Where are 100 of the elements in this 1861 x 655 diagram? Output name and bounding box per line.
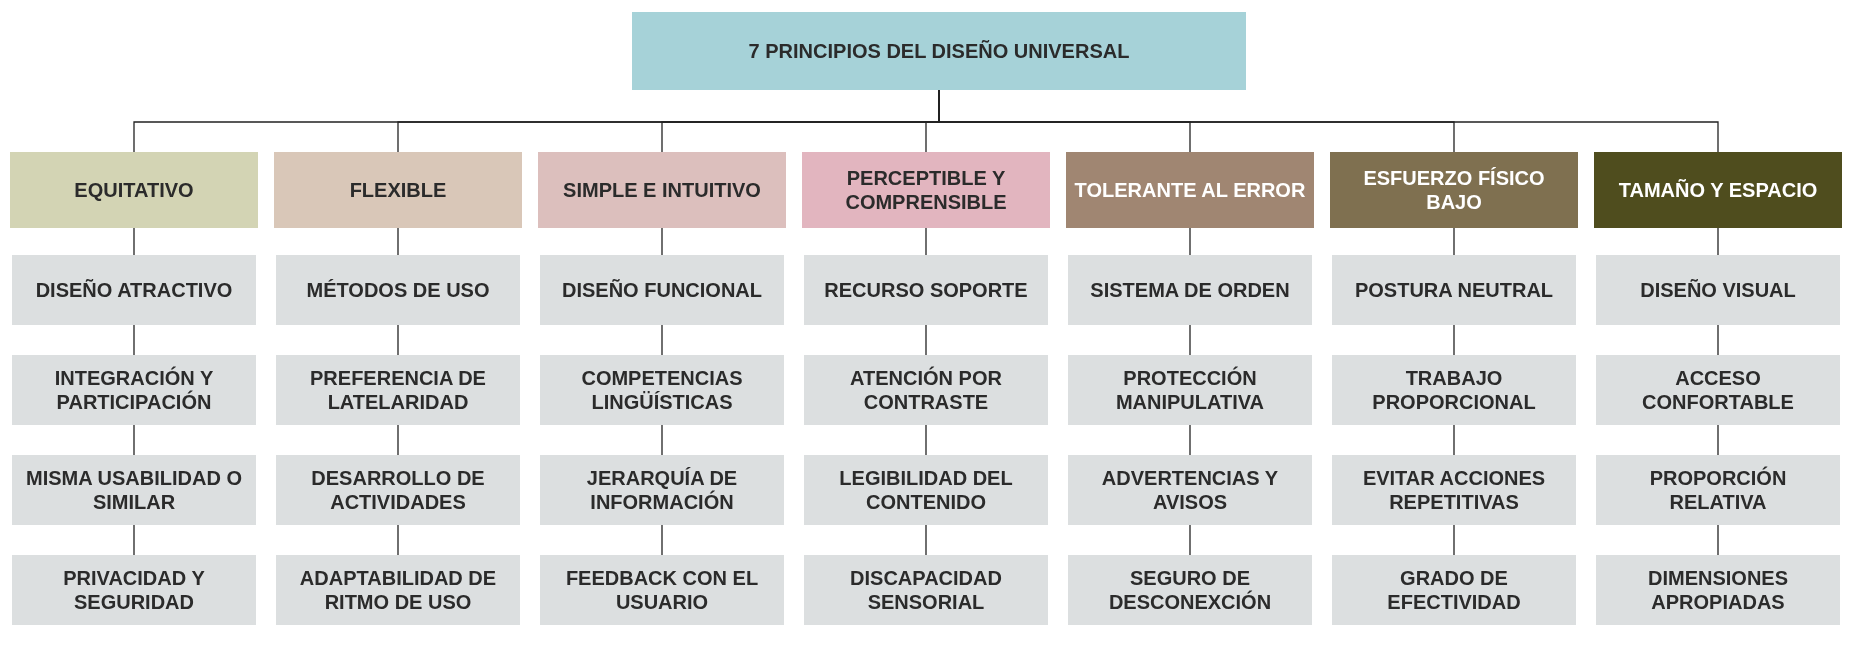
connector-line: [925, 324, 927, 356]
box-label: ATENCIÓN POR CONTRASTE: [849, 366, 1003, 414]
principle-box: [802, 152, 1050, 228]
connector-line: [1453, 227, 1455, 256]
connector-line: [397, 324, 399, 356]
connector-line: [133, 424, 135, 456]
connector-line: [1717, 227, 1719, 256]
criterion-box: [1596, 355, 1840, 425]
connector-line: [133, 227, 135, 256]
box-label: PREFERENCIA DE LATELARIDAD: [309, 366, 487, 414]
box-label: SISTEMA DE ORDEN: [1090, 278, 1290, 302]
box-label: DISCAPACIDAD SENSORIAL: [849, 566, 1003, 614]
box-label: POSTURA NEUTRAL: [1354, 278, 1554, 302]
box-label: GRADO DE EFECTIVIDAD: [1386, 566, 1522, 614]
box-label: SEGURO DE DESCONEXCIÓN: [1107, 566, 1273, 614]
criterion-box: [804, 455, 1048, 525]
box-label: ADAPTABILIDAD DE RITMO DE USO: [298, 566, 498, 614]
criterion-box: [804, 255, 1048, 325]
principle-box: [1330, 152, 1578, 228]
box-label: DISEÑO VISUAL: [1640, 278, 1796, 302]
box-label: PERCEPTIBLE Y COMPRENSIBLE: [844, 166, 1008, 214]
box-label: MÉTODOS DE USO: [306, 278, 490, 302]
principle-box: [1066, 152, 1314, 228]
box-label: COMPETENCIAS LINGÜÍSTICAS: [580, 366, 744, 414]
box-label: RECURSO SOPORTE: [824, 278, 1028, 302]
box-label: ESFUERZO FÍSICO BAJO: [1362, 166, 1546, 214]
criterion-box: [12, 455, 256, 525]
box-label: DESARROLLO DE ACTIVIDADES: [310, 466, 486, 514]
box-label: ADVERTENCIAS Y AVISOS: [1100, 466, 1280, 514]
criterion-box: [1332, 355, 1576, 425]
criterion-box: [12, 555, 256, 625]
criterion-box: [1332, 555, 1576, 625]
box-label: DISEÑO ATRACTIVO: [35, 278, 233, 302]
box-label: PROTECCIÓN MANIPULATIVA: [1114, 366, 1266, 414]
connector-line: [925, 524, 927, 556]
box-label: SIMPLE E INTUITIVO: [563, 178, 761, 202]
box-label: PROPORCIÓN RELATIVA: [1648, 466, 1788, 514]
connector-line: [1453, 324, 1455, 356]
criterion-box: [1068, 355, 1312, 425]
connector-line: [661, 424, 663, 456]
criterion-box: [540, 355, 784, 425]
title-box: [632, 12, 1246, 90]
criterion-box: [804, 355, 1048, 425]
box-label: PRIVACIDAD Y SEGURIDAD: [62, 566, 206, 614]
criterion-box: [804, 555, 1048, 625]
connector-line: [1189, 227, 1191, 256]
connector-line: [1189, 524, 1191, 556]
criterion-box: [540, 455, 784, 525]
criterion-box: [1332, 255, 1576, 325]
box-label: TAMAÑO Y ESPACIO: [1618, 178, 1818, 202]
connector-line: [925, 227, 927, 256]
box-label: INTEGRACIÓN Y PARTICIPACIÓN: [53, 366, 215, 414]
connector-line: [133, 324, 135, 356]
box-label: DIMENSIONES APROPIADAS: [1647, 566, 1789, 614]
connector-line: [1189, 324, 1191, 356]
box-label: ACCESO CONFORTABLE: [1641, 366, 1795, 414]
box-label: EVITAR ACCIONES REPETITIVAS: [1361, 466, 1547, 514]
connector-line: [1189, 424, 1191, 456]
box-label: MISMA USABILIDAD O SIMILAR: [25, 466, 243, 514]
criterion-box: [540, 555, 784, 625]
connector-line: [925, 424, 927, 456]
box-label: 7 PRINCIPIOS DEL DISEÑO UNIVERSAL: [748, 39, 1130, 63]
connector-line: [661, 524, 663, 556]
criterion-box: [276, 355, 520, 425]
box-label: JERARQUÍA DE INFORMACIÓN: [585, 466, 739, 514]
connector-line: [133, 524, 135, 556]
criterion-box: [276, 555, 520, 625]
criterion-box: [1068, 255, 1312, 325]
principle-box: [538, 152, 786, 228]
box-label: TRABAJO PROPORCIONAL: [1371, 366, 1537, 414]
criterion-box: [1596, 455, 1840, 525]
principle-box: [1594, 152, 1842, 228]
criterion-box: [276, 255, 520, 325]
box-label: EQUITATIVO: [74, 178, 194, 202]
connector-line: [1717, 424, 1719, 456]
box-label: DISEÑO FUNCIONAL: [562, 278, 762, 302]
box-label: FEEDBACK CON EL USUARIO: [564, 566, 760, 614]
criterion-box: [1596, 555, 1840, 625]
criterion-box: [12, 355, 256, 425]
connector-line: [1717, 524, 1719, 556]
criterion-box: [1068, 555, 1312, 625]
criterion-box: [540, 255, 784, 325]
connector-line: [1717, 324, 1719, 356]
connector-line: [661, 227, 663, 256]
criterion-box: [1068, 455, 1312, 525]
principle-box: [274, 152, 522, 228]
criterion-box: [1596, 255, 1840, 325]
connector-line: [661, 324, 663, 356]
box-label: LEGIBILIDAD DEL CONTENIDO: [838, 466, 1014, 514]
criterion-box: [1332, 455, 1576, 525]
connector-line: [1453, 424, 1455, 456]
connector-line: [397, 524, 399, 556]
box-label: TOLERANTE AL ERROR: [1074, 178, 1306, 202]
connector-line: [1453, 524, 1455, 556]
principle-box: [10, 152, 258, 228]
box-label: FLEXIBLE: [349, 178, 447, 202]
connector-line: [397, 227, 399, 256]
connector-line: [397, 424, 399, 456]
criterion-box: [12, 255, 256, 325]
criterion-box: [276, 455, 520, 525]
